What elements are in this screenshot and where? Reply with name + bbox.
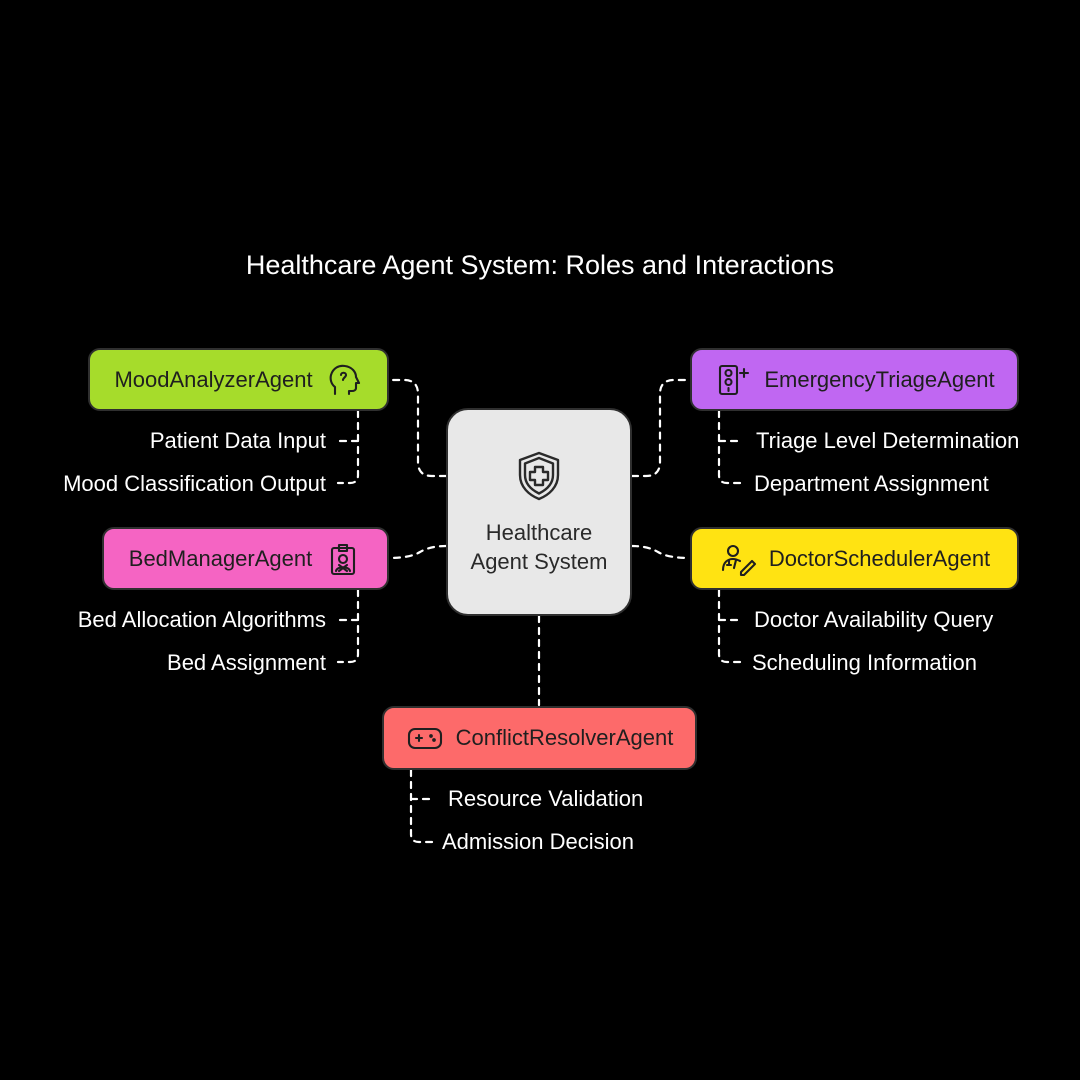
conflict-item-2: Admission Decision — [442, 829, 634, 854]
conflict-item-1: Resource Validation — [448, 786, 644, 811]
mood-item-1: Patient Data Input — [149, 428, 326, 453]
mood-item-2: Mood Classification Output — [63, 471, 326, 496]
bed-manager-agent-node[interactable]: BedManagerAgent — [102, 527, 389, 590]
diagram-title: Healthcare Agent System: Roles and Inter… — [245, 250, 835, 280]
badge-person-icon — [324, 540, 362, 578]
doctor-item-2: Scheduling Information — [752, 650, 978, 675]
connector-mood — [387, 378, 448, 478]
doctor-scheduler-agent-node[interactable]: DoctorSchedulerAgent — [690, 527, 1019, 590]
node-label: DoctorSchedulerAgent — [768, 545, 991, 571]
node-label: MoodAnalyzerAgent — [114, 366, 313, 392]
triage-item-2: Department Assignment — [754, 471, 989, 496]
connector-doctor-items — [717, 588, 742, 664]
connector-bed — [387, 544, 448, 560]
connector-bed-items — [336, 588, 360, 664]
node-label: BedManagerAgent — [128, 545, 313, 571]
head-profile-icon — [325, 361, 363, 399]
bed-item-1: Bed Allocation Algorithms — [77, 607, 326, 632]
connector-triage — [630, 378, 692, 478]
triage-item-1: Triage Level Determination — [756, 428, 1020, 453]
doctor-pen-icon — [719, 540, 757, 578]
emergency-triage-agent-node[interactable]: EmergencyTriageAgent — [690, 348, 1019, 411]
shield-cross-icon — [512, 449, 566, 508]
mood-analyzer-agent-node[interactable]: MoodAnalyzerAgent — [88, 348, 389, 411]
conflict-resolver-agent-node[interactable]: ConflictResolverAgent — [382, 706, 697, 770]
connector-conflict-items — [409, 768, 434, 844]
node-label: ConflictResolverAgent — [455, 725, 674, 750]
center-node[interactable]: Healthcare Agent System — [446, 408, 632, 616]
bed-item-2: Bed Assignment — [167, 650, 326, 675]
doctor-item-1: Doctor Availability Query — [754, 607, 994, 632]
connector-mood-items — [336, 409, 360, 485]
node-label: EmergencyTriageAgent — [764, 366, 995, 392]
traffic-light-plus-icon — [714, 361, 752, 399]
gamepad-icon — [406, 719, 444, 757]
connector-doctor — [630, 544, 692, 560]
center-label: Healthcare Agent System — [470, 519, 608, 574]
connector-triage-items — [717, 409, 742, 485]
